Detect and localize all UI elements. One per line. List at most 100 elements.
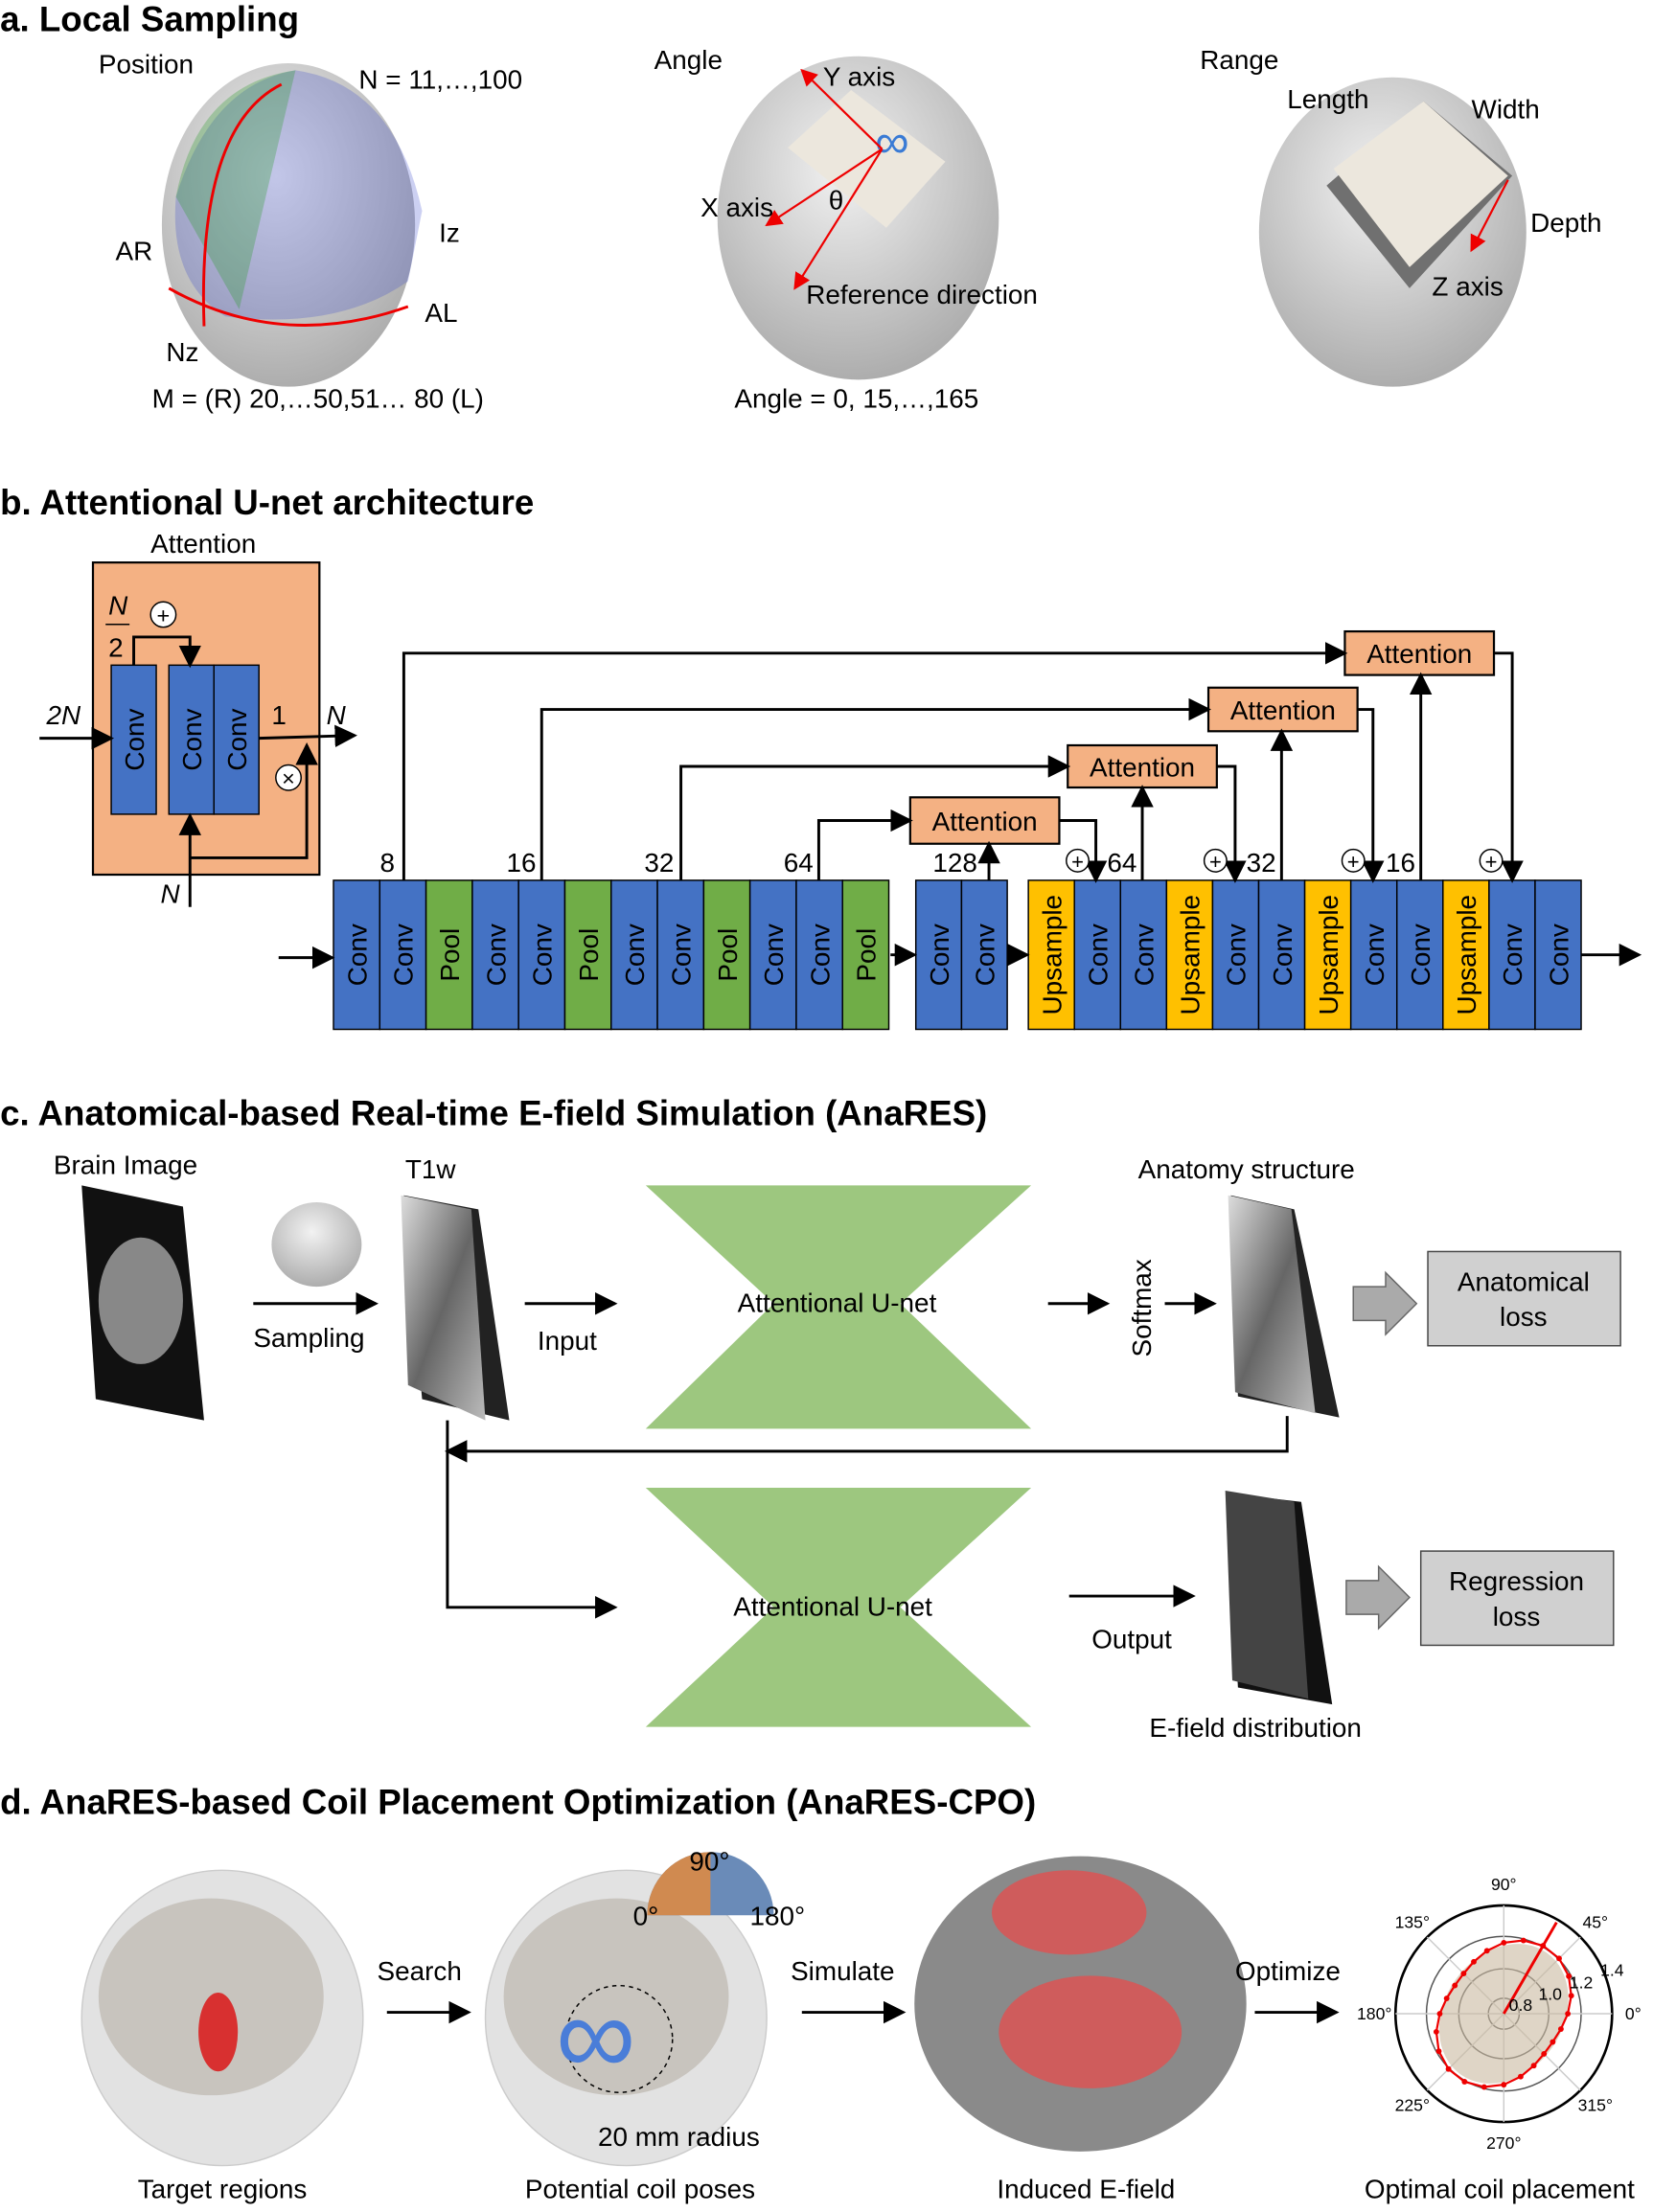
anatomical-loss-line1: Anatomical [1458,1267,1590,1297]
unet-efield-label: Attentional U-net [733,1592,932,1622]
unet-block-label: Conv [1406,924,1435,986]
channel-count: 64 [1107,848,1136,878]
unet-conv-block [1349,879,1398,1031]
panel-a: a. Local Sampling Position N = 11,…,100 … [0,0,1601,414]
polar-radial-label: 1.2 [1570,1973,1593,1993]
unet-block-label: Conv [481,924,511,986]
unet-block-label: Conv [620,924,650,986]
attn-conv-1-label: Conv [120,709,149,771]
unet-block-label: Conv [971,924,1000,986]
unet-conv-block [656,879,705,1031]
polar-angle-label: 90° [1491,1875,1517,1894]
regression-loss-box [1419,1550,1615,1647]
unet-conv-block [379,879,427,1031]
polar-angle-label: 180° [1357,2004,1391,2023]
skip-connection [679,755,1071,880]
coil-icon: ∞ [875,114,909,168]
brain-image-label: Brain Image [54,1151,197,1180]
unet-anatomy-label: Attentional U-net [738,1288,937,1318]
unet-block-label: Conv [1360,924,1389,986]
contour-point [1566,1973,1573,1979]
unet-block-label: Conv [1498,924,1527,986]
attention-block-label: Attention [150,529,256,559]
x-axis-label: X axis [700,193,773,222]
unet-block-label: Conv [759,924,789,986]
unet-block-label: Upsample [1176,895,1205,1015]
target-region [198,1993,239,2072]
nz-label: Nz [166,337,198,367]
polar-angle-label: 45° [1582,1912,1608,1931]
unet-block-label: Pool [713,928,743,982]
unet-block-label: Conv [925,924,954,986]
radius-label: 20 mm radius [598,2122,760,2152]
multiply-op-symbol: × [282,766,295,791]
attention-gate-label: Attention [932,807,1038,836]
add-op-icon [1341,848,1366,873]
contour-point [1565,2011,1572,2017]
channel-count: 8 [379,848,395,878]
polar-angle-label: 270° [1486,2133,1521,2153]
brain-slice [98,1237,183,1364]
panel-b-title: b. Attentional U-net architecture [0,483,534,522]
angle-label: Angle [654,45,723,75]
attention-output [1494,651,1524,883]
deg90-label: 90° [689,1846,729,1876]
unet-upsample-block [1442,879,1490,1031]
contour-point [1557,2026,1564,2032]
y-axis-arrow [800,68,884,150]
caption-optimal: Optimal coil placement [1365,2174,1635,2203]
contour-point [1460,1971,1467,1977]
range-label: Range [1200,45,1278,75]
attention-output [1059,819,1108,883]
efield-volume [1225,1490,1309,1699]
unet-block-label: Conv [805,924,835,986]
attn-output-arrow [259,724,357,748]
y-axis-label: Y axis [823,62,895,92]
n-half-num: N [108,590,128,620]
x-axis-arrow [765,148,884,227]
angle-fan-warm [647,1852,711,1916]
search-label: Search [378,1956,462,1986]
unet-block-label: Conv [528,924,558,986]
iz-label: Iz [439,217,460,247]
attn-bottom-label: N [160,878,180,908]
unet-pool-block [425,879,473,1031]
angle-values: Angle = 0, 15,…,165 [734,384,978,414]
attn-one-label: 1 [271,700,287,730]
unet-block-label: Conv [342,924,372,986]
attn-skip-line [132,635,202,669]
width-label: Width [1472,94,1540,124]
attention-output [1357,708,1385,883]
unet-block-label: Conv [1222,924,1251,986]
attn-in-label: 2N [46,700,82,730]
theta-label: θ [829,186,844,216]
output-label: Output [1091,1624,1172,1653]
attn-gate-line [190,742,318,859]
contour-point [1481,2084,1487,2090]
contour-point [1436,2011,1443,2017]
contour-point [1550,2039,1556,2045]
contour-point [1435,2048,1442,2055]
unet-pool-block [702,879,751,1031]
unet-conv-block [748,879,797,1031]
channel-count: 16 [507,848,537,878]
attn-conv-3 [213,664,260,815]
regression-loss-line2: loss [1493,1602,1541,1631]
polar-angle-label: 0° [1625,2004,1642,2023]
feedback-arrow [444,1416,1289,1463]
attn-out-label: N [327,700,347,730]
contour-point [1541,2051,1548,2057]
anatomical-loss-line2: loss [1500,1302,1548,1332]
add-op-symbol: + [1071,850,1084,874]
add-op-symbol: + [1485,850,1498,874]
anatomy-label: Anatomy structure [1138,1154,1355,1184]
head-position [161,63,416,387]
unet-block-label: Pool [435,928,465,982]
optimize-label: Optimize [1235,1956,1341,1986]
z-axis-label: Z axis [1432,271,1503,301]
polar-angle-label: 225° [1395,2095,1430,2114]
channel-count: 64 [784,848,814,878]
unet-block-label: Upsample [1037,895,1067,1015]
